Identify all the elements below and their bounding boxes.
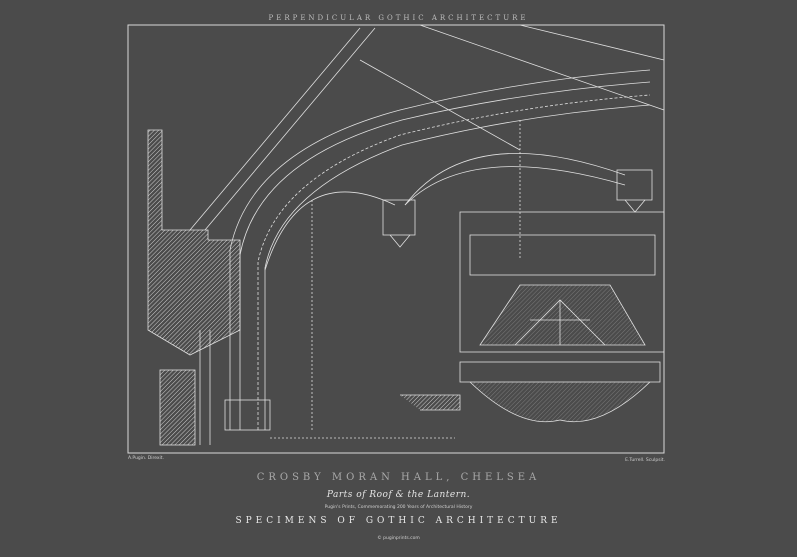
website-credit: © puginprints.com [377,536,420,541]
commemoration-text: Pugin's Prints, Commemorating 200 Years … [324,505,473,510]
engraver-credit: E.Turrell. Sculpsit. [625,458,665,463]
roof-section [147,24,665,446]
plate-subtitle: Parts of Roof & the Lantern. [326,490,471,500]
plate-title: CROSBY MORAN HALL, CHELSEA [256,472,541,483]
top-title: PERPENDICULAR GOTHIC ARCHITECTURE [268,14,529,22]
draughtsman-credit: A.Pugin. Direxit. [128,456,164,461]
series-title: SPECIMENS OF GOTHIC ARCHITECTURE [235,516,562,526]
